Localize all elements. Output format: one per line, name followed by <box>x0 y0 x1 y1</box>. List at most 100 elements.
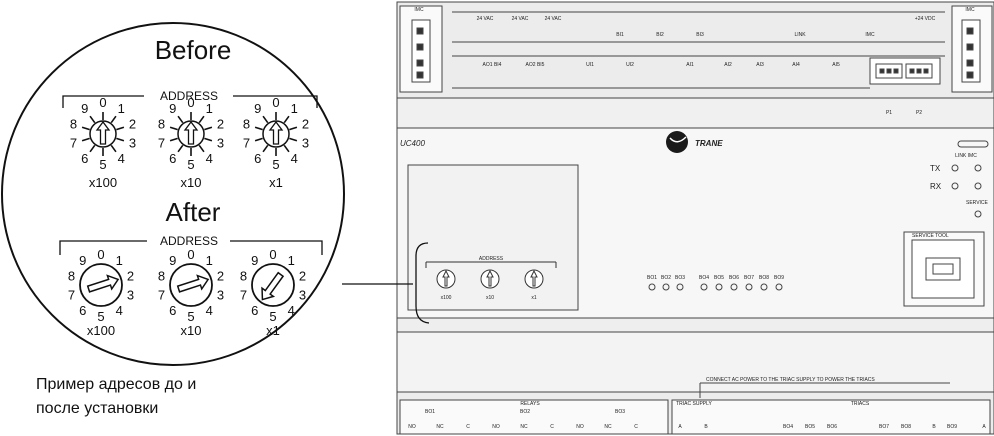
bo1-label: BO1 <box>647 275 657 281</box>
dial-digit: 4 <box>291 151 298 166</box>
dial-digit: 0 <box>269 247 276 262</box>
dial-digit: 3 <box>217 136 224 151</box>
triac-terminal-label: BO7 <box>879 424 889 430</box>
dial-digit: 4 <box>206 151 213 166</box>
dial-digit: 8 <box>70 116 77 131</box>
triac-supply-label: TRIAC SUPPLY <box>676 401 712 407</box>
dial-digit: 9 <box>169 101 176 116</box>
bo8-label: BO8 <box>759 275 769 281</box>
dial-digit: 4 <box>288 303 295 318</box>
dial-digit: 0 <box>187 95 194 110</box>
multiplier-after-10: x10 <box>181 323 202 338</box>
dial-digit: 3 <box>127 288 134 303</box>
dial-digit: 2 <box>129 116 136 131</box>
terminal-24vac-2: 24 VAC <box>512 16 529 22</box>
dial-digit: 6 <box>254 151 261 166</box>
dial-digit: 9 <box>81 101 88 116</box>
terminal-ai3: AI3 <box>756 62 764 68</box>
multiplier-before-10: x10 <box>181 175 202 190</box>
bo7-label: BO7 <box>744 275 754 281</box>
terminal-24vdc: +24 VDC <box>915 16 936 22</box>
dial-digit: 7 <box>70 136 77 151</box>
terminal-bi3: BI3 <box>696 32 704 38</box>
caption-line-1: Пример адресов до и <box>36 376 196 393</box>
dial-digit: 0 <box>187 247 194 262</box>
dial-digit: 3 <box>302 136 309 151</box>
triac-terminal-label: BO5 <box>805 424 815 430</box>
dial-digit: 5 <box>269 309 276 324</box>
link-imc-label: LINK IMC <box>955 153 977 159</box>
port-p1-label: P1 <box>886 110 892 116</box>
model-label: UC400 <box>400 139 425 148</box>
relay-contact-label: C <box>466 424 470 430</box>
dial-digit: 6 <box>79 303 86 318</box>
dial-digit: 2 <box>127 268 134 283</box>
zoom-bracket <box>342 242 430 324</box>
dial-digit: 8 <box>158 116 165 131</box>
dial-digit: 9 <box>169 253 176 268</box>
terminal-ai2: AI2 <box>724 62 732 68</box>
dial-digit: 4 <box>118 151 125 166</box>
dial-digit: 0 <box>272 95 279 110</box>
dial-digit: 6 <box>81 151 88 166</box>
terminal-bi1: BI1 <box>616 32 624 38</box>
bo3-label: BO3 <box>675 275 685 281</box>
dial-digit: 5 <box>272 157 279 172</box>
relay-contact-label: NC <box>436 424 444 430</box>
dial-digit: 0 <box>99 95 106 110</box>
relay-group-bo1: BO1 <box>425 409 435 415</box>
terminal-ui1: UI1 <box>586 62 594 68</box>
device-mult-1: x1 <box>531 295 537 301</box>
triac-terminal-label: A <box>982 424 986 430</box>
dial-digit: 7 <box>243 136 250 151</box>
dial-digit: 2 <box>217 268 224 283</box>
dial-digit: 5 <box>99 157 106 172</box>
triac-terminal-label: BO6 <box>827 424 837 430</box>
after-label: After <box>166 197 221 227</box>
dial-digit: 5 <box>97 309 104 324</box>
relay-contact-label: NO <box>576 424 584 430</box>
terminal-24vac-3: 24 VAC <box>545 16 562 22</box>
address-brackets <box>59 95 323 255</box>
device-address-dials <box>425 261 557 289</box>
terminal-ao2-bi5: AO2 BI5 <box>526 62 545 68</box>
service-label: SERVICE <box>966 200 989 206</box>
multiplier-after-1: x1 <box>266 323 280 338</box>
device-address-label: ADDRESS <box>479 256 504 262</box>
dial-digit: 1 <box>206 101 213 116</box>
dial-digit: 7 <box>68 288 75 303</box>
terminal-ui2: UI2 <box>626 62 634 68</box>
triac-terminal-label: BO4 <box>783 424 793 430</box>
dial-digit: 5 <box>187 309 194 324</box>
relay-contact-label: NO <box>408 424 416 430</box>
status-leds <box>951 140 989 218</box>
terminal-ai4: AI4 <box>792 62 800 68</box>
relay-group-bo2: BO2 <box>520 409 530 415</box>
dial-digit: 6 <box>169 303 176 318</box>
dial-digit: 9 <box>254 101 261 116</box>
dial-digit: 7 <box>158 136 165 151</box>
relay-group-bo3: BO3 <box>615 409 625 415</box>
bo2-label: BO2 <box>661 275 671 281</box>
triac-warning: CONNECT AC POWER TO THE TRIAC SUPPLY TO … <box>706 377 875 383</box>
multiplier-after-100: x100 <box>87 323 115 338</box>
dial-digit: 1 <box>116 253 123 268</box>
service-tool-label: SERVICE TOOL <box>912 233 949 239</box>
bo6-label: BO6 <box>729 275 739 281</box>
relay-contact-label: NO <box>492 424 500 430</box>
multiplier-before-100: x100 <box>89 175 117 190</box>
device-mult-100: x100 <box>441 295 452 301</box>
relay-contact-label: C <box>634 424 638 430</box>
dial-digit: 1 <box>118 101 125 116</box>
triac-terminal-label: B <box>704 424 708 430</box>
dial-digit: 2 <box>217 116 224 131</box>
relay-contact-label: C <box>550 424 554 430</box>
dial-digit: 6 <box>169 151 176 166</box>
dial-digit: 1 <box>288 253 295 268</box>
